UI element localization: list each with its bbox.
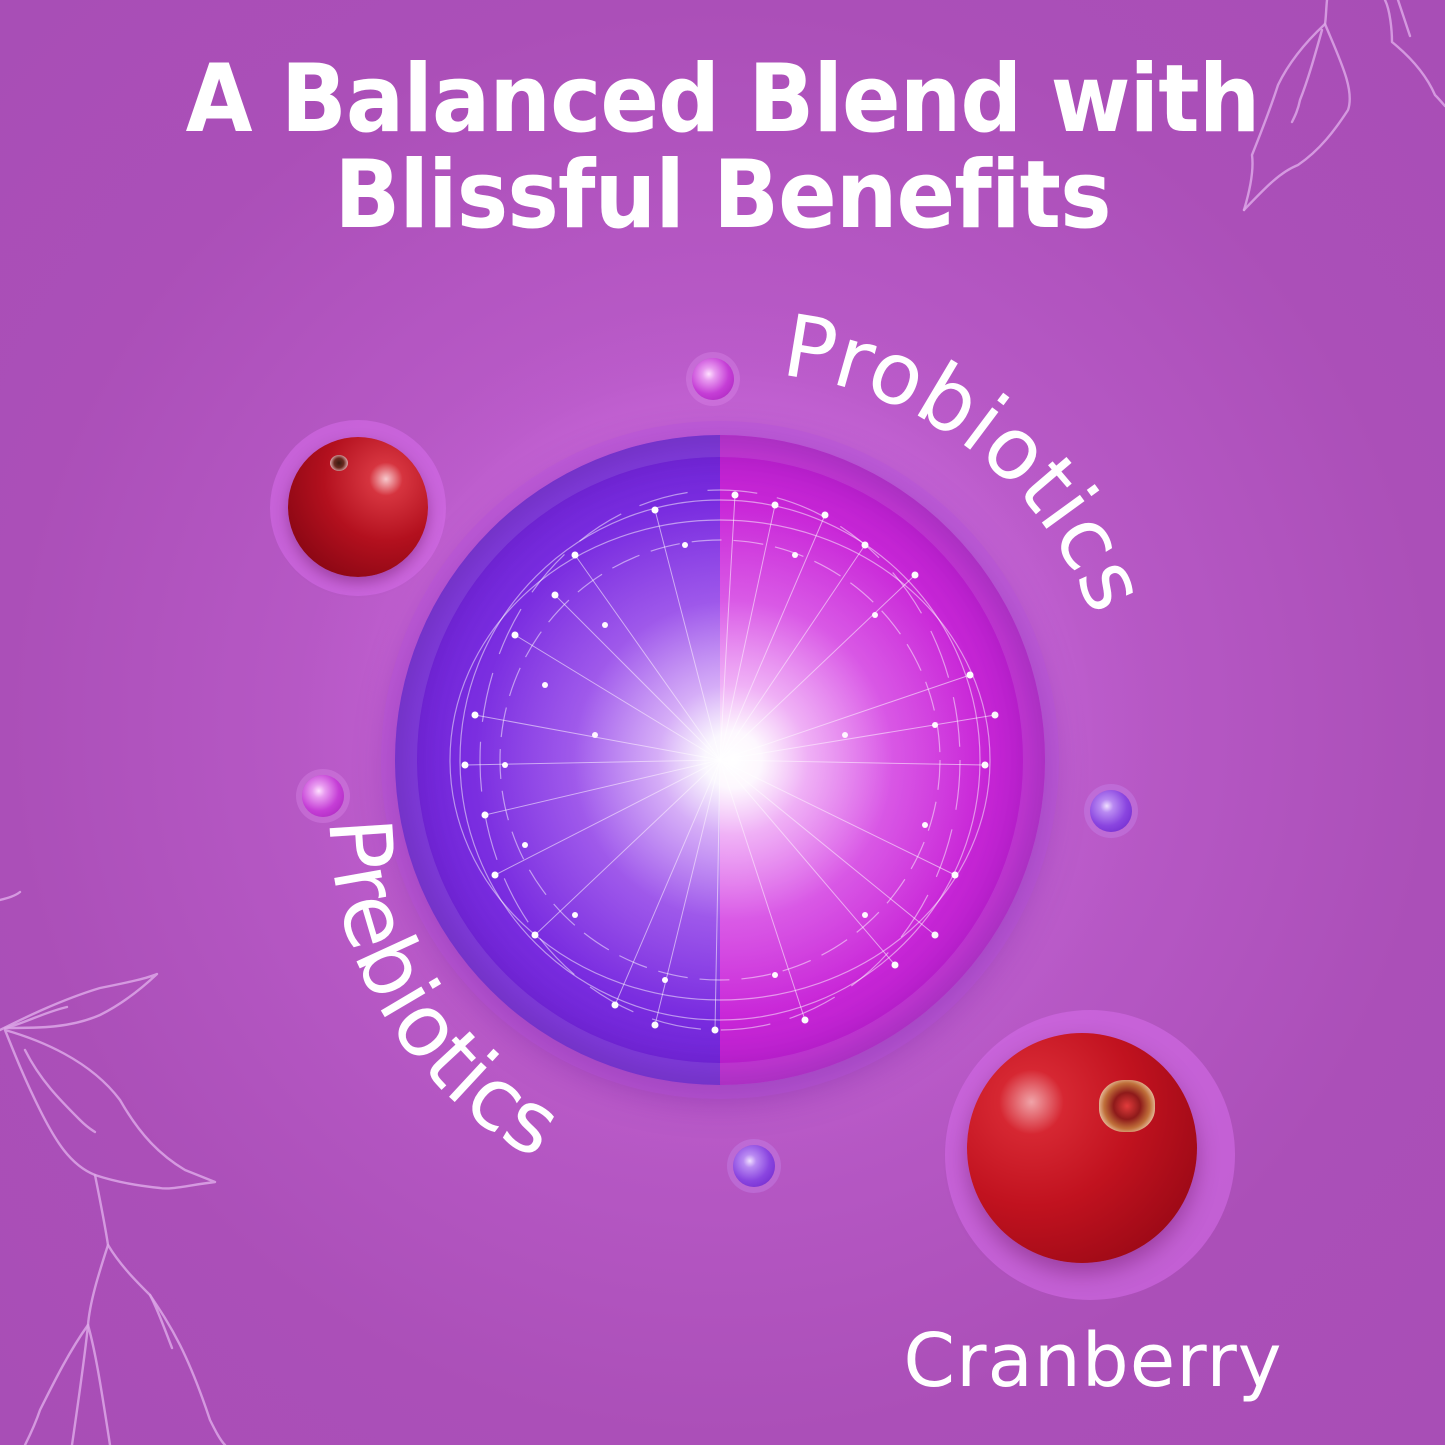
leaf-outline-icon-bottom-left — [0, 890, 227, 1445]
central-orb — [395, 435, 1045, 1085]
leaf-outline-icon-top-right — [1242, 0, 1445, 212]
orb-rim — [395, 435, 1045, 1085]
cranberry-icon-large — [967, 1033, 1197, 1263]
bead-icon-bottom — [733, 1145, 775, 1187]
bead-icon-right — [1090, 790, 1132, 832]
orb-light-burst — [395, 435, 1045, 1085]
page-title: A Balanced Blend with Blissful Benefits — [58, 52, 1387, 244]
headline-line-1: A Balanced Blend with — [185, 45, 1261, 154]
bead-icon-top — [692, 358, 734, 400]
headline-line-2: Blissful Benefits — [334, 141, 1111, 250]
bead-icon-left — [302, 775, 344, 817]
cranberry-icon-small — [288, 437, 428, 577]
cranberry-label: Cranberry — [903, 1318, 1283, 1404]
